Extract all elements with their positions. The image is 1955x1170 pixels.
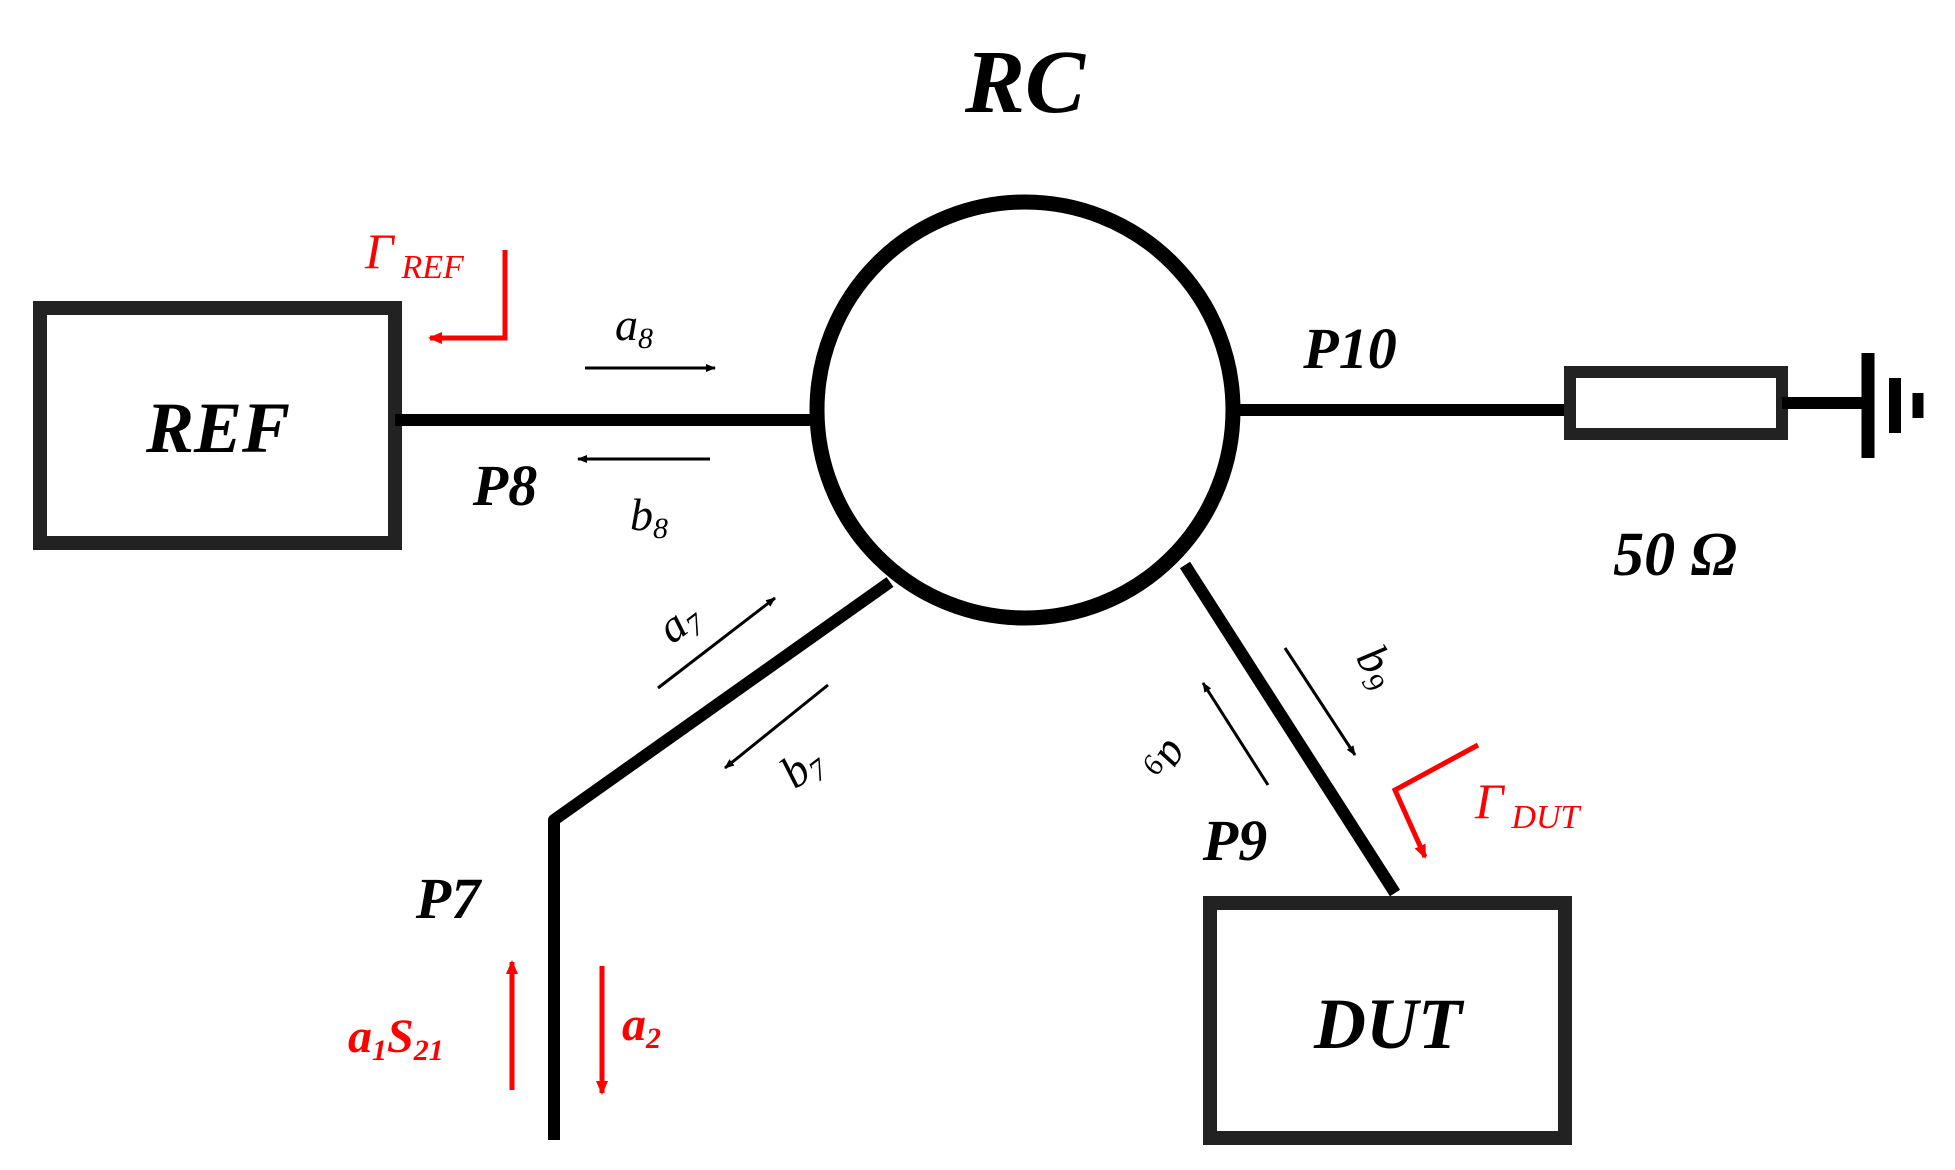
ref-label: REF	[145, 388, 290, 468]
a2-label: a2	[622, 998, 661, 1055]
gamma-ref-arrow	[428, 250, 508, 344]
a9-arrow	[1201, 682, 1270, 786]
dut-box	[1203, 896, 1572, 1145]
gamma-dut-arrow	[1391, 742, 1480, 859]
b7-arrow	[724, 683, 829, 770]
p10-label: P10	[1302, 316, 1396, 381]
a7-label: a7	[647, 588, 713, 657]
rc-title: RC	[964, 33, 1086, 132]
p9-line	[1179, 561, 1401, 897]
p7-line	[548, 577, 894, 1140]
a9-label: a9	[1135, 730, 1203, 792]
a7-arrow	[657, 596, 776, 690]
resistor-icon	[1564, 366, 1788, 440]
b7-label: b7	[770, 733, 836, 802]
load-label: 50 Ω	[1613, 521, 1737, 589]
b9-arrow	[1283, 647, 1357, 756]
b8-label: b8	[630, 489, 668, 545]
p7-label: P7	[415, 866, 482, 931]
p8-label: P8	[472, 453, 537, 518]
ground-icon	[1861, 353, 1924, 458]
dut-label: DUT	[1313, 984, 1465, 1064]
p9-label: P9	[1202, 808, 1267, 873]
a1s21-label: a1S21	[348, 1010, 444, 1067]
a8-label: a8	[615, 299, 653, 355]
b9-label: b9	[1342, 636, 1410, 698]
rc-circle	[809, 194, 1241, 626]
